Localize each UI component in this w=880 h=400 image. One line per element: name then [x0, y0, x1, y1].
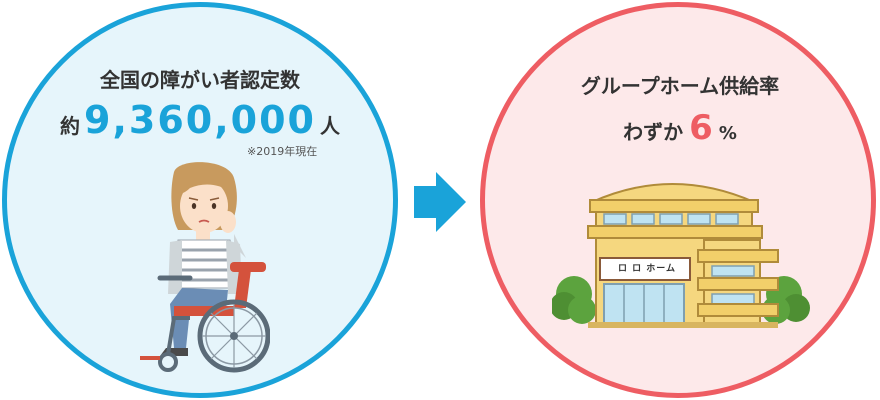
rate-value: 6: [689, 108, 713, 148]
arrow-right-icon: [414, 172, 466, 232]
count-prefix: 約: [60, 114, 81, 138]
group-home-rate-title: グループホーム供給率: [580, 74, 780, 98]
rate-unit: %: [718, 123, 737, 144]
rate-prefix: わずか: [623, 120, 684, 144]
count-value: 9,360,000: [84, 98, 316, 142]
count-note: ※2019年現在: [247, 145, 318, 158]
count-suffix: 人: [319, 114, 340, 138]
disability-count-title: 全国の障がい者認定数: [100, 68, 300, 92]
group-home-building-illustration: [552, 183, 810, 328]
building-sign-text: ロ ロ ホーム: [618, 264, 676, 274]
wheelchair-person-illustration: [140, 162, 270, 373]
